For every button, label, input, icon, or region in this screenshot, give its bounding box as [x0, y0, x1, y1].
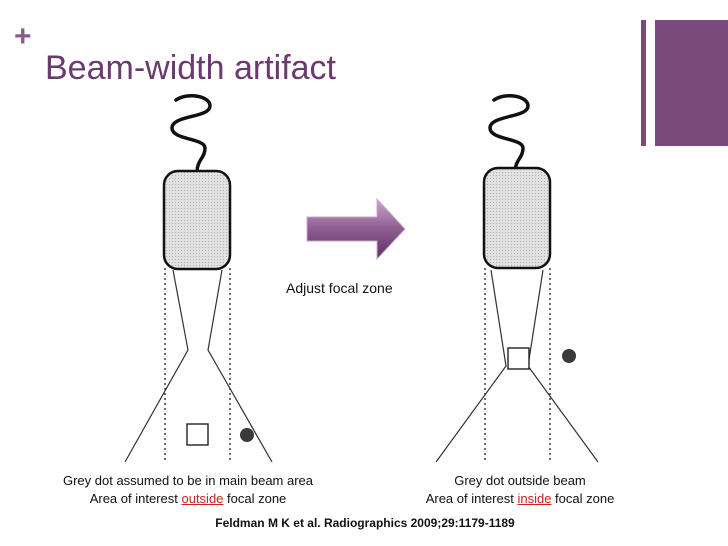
decorative-bar-thick [655, 20, 728, 146]
left-beam-line [207, 269, 273, 463]
right-grey-dot [562, 349, 576, 363]
left-beam-line [124, 269, 189, 463]
plus-mark: + [14, 20, 32, 53]
arrow-label: Adjust focal zone [286, 280, 393, 296]
right-caption-prefix: Area of interest [425, 491, 518, 506]
left-caption-highlight: outside [181, 491, 224, 506]
left-area-of-interest-square [186, 423, 209, 446]
citation: Feldman M K et al. Radiographics 2009;29… [215, 516, 515, 530]
right-beam-line [435, 269, 507, 463]
right-beam-line [527, 269, 599, 463]
right-cable [488, 94, 530, 174]
right-transducer [435, 94, 599, 463]
right-probe-body [482, 166, 552, 270]
left-caption-prefix: Area of interest [89, 491, 182, 506]
left-probe-body [162, 169, 232, 271]
right-caption-suffix: focal zone [551, 491, 615, 506]
right-caption-highlight: inside [517, 491, 552, 506]
left-caption-line1: Grey dot assumed to be in main beam area [62, 473, 314, 488]
slide-title: Beam-width artifact [45, 49, 336, 87]
right-area-of-interest-square [507, 347, 530, 370]
right-caption-line2: Area of interest inside focal zone [400, 490, 640, 508]
left-caption-line2: Area of interest outside focal zone [38, 490, 338, 508]
adjust-arrow [306, 197, 406, 261]
right-caption-line1: Grey dot outside beam [454, 473, 586, 488]
arrow-shape [306, 197, 406, 261]
left-grey-dot [240, 428, 254, 442]
decorative-bar-thin [641, 20, 646, 146]
left-cable [170, 94, 212, 174]
left-caption-suffix: focal zone [223, 491, 287, 506]
left-transducer [124, 94, 273, 463]
